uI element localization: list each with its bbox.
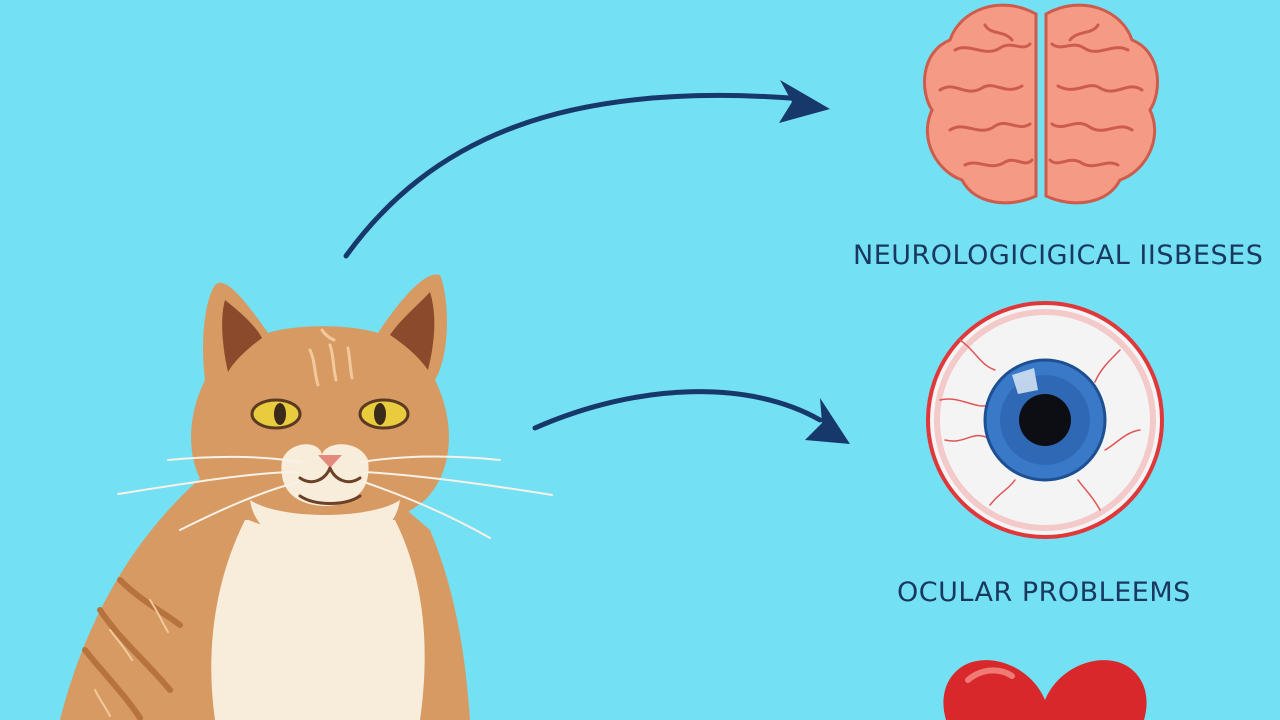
arrow-to-eye xyxy=(532,389,850,444)
heart-icon xyxy=(943,660,1147,720)
brain-icon xyxy=(923,3,1159,205)
arrow-head-icon xyxy=(805,398,850,444)
arrow-to-brain xyxy=(343,80,830,259)
label-ocular: OCULAR PROBLEEMS xyxy=(897,577,1191,608)
label-neurological: NEUROLOGICIGICAL IISBESES xyxy=(853,240,1264,271)
arrow-head-icon xyxy=(779,80,830,123)
cat-illustration xyxy=(60,274,553,720)
eye-icon xyxy=(926,301,1164,539)
